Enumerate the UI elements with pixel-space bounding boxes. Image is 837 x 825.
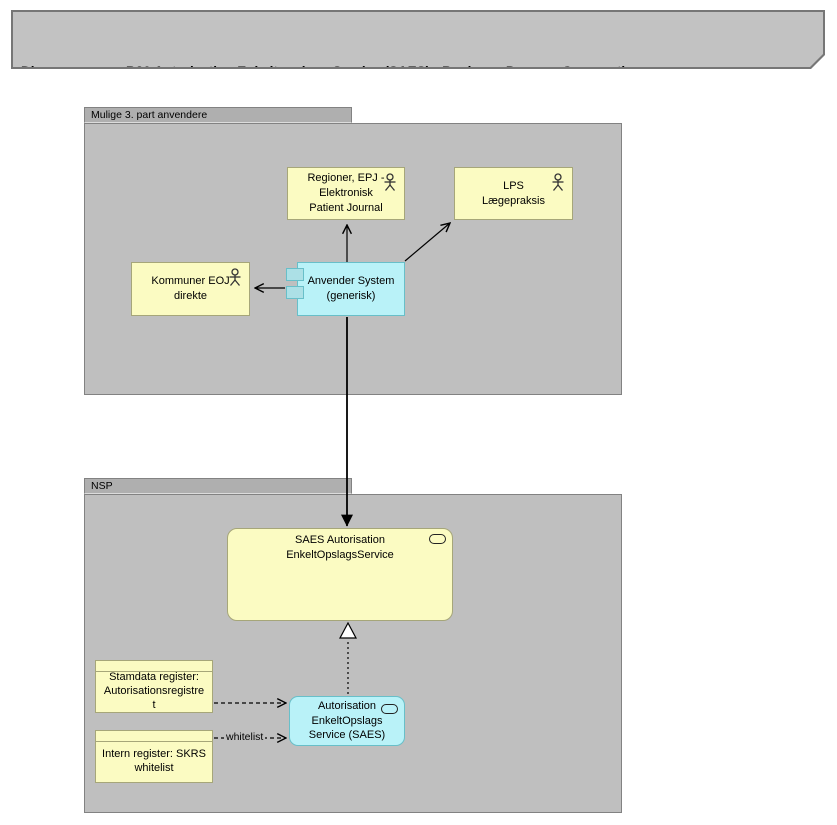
title-line-diagram-name: Diagram name : B30 Autorisation Enkeltop… [21, 64, 642, 79]
group-body-mulige [84, 123, 622, 395]
node-regioner-epj[interactable]: Regioner, EPJ - Elektronisk Patient Jour… [287, 167, 405, 220]
component-icon [286, 286, 304, 299]
node-intern-register[interactable]: Intern register: SKRS whitelist [95, 730, 213, 783]
component-icon [286, 268, 304, 281]
diagram-title-note[interactable]: Diagram name : B30 Autorisation Enkeltop… [11, 10, 825, 69]
group-label-mulige: Mulige 3. part anvendere [91, 109, 208, 121]
business-object-band [96, 661, 212, 672]
node-label-autorisation: Autorisation EnkeltOpslags Service (SAES… [308, 700, 386, 742]
node-label-stamdata: Stamdata register: Autorisationsregistre… [103, 671, 205, 711]
node-kommuner-eoj[interactable]: Kommuner EOJ direkte [131, 262, 250, 316]
group-label-nsp: NSP [91, 480, 113, 492]
group-tab-nsp[interactable]: NSP [84, 478, 352, 494]
business-actor-icon [229, 268, 241, 286]
node-label-regioner: Regioner, EPJ - Elektronisk Patient Jour… [307, 172, 385, 214]
service-icon [381, 704, 398, 714]
node-stamdata-register[interactable]: Stamdata register: Autorisationsregistre… [95, 660, 213, 713]
business-actor-icon [552, 173, 564, 191]
node-label-intern: Intern register: SKRS whitelist [102, 748, 206, 774]
business-object-band [96, 731, 212, 742]
group-mulige-3-part-anvendere[interactable]: Mulige 3. part anvendere [84, 107, 622, 395]
node-autorisation-service[interactable]: Autorisation EnkeltOpslags Service (SAES… [289, 696, 405, 746]
node-anvender-system[interactable]: Anvender System (generisk) [286, 262, 405, 316]
node-label-lps: LPS Lægepraksis [482, 179, 545, 207]
diagram-title-note-fill: Diagram name : B30 Autorisation Enkeltop… [13, 12, 823, 67]
node-label-kommuner: Kommuner EOJ direkte [151, 275, 230, 302]
group-tab-mulige[interactable]: Mulige 3. part anvendere [84, 107, 352, 123]
node-label-saes: SAES Autorisation EnkeltOpslagsService [286, 534, 394, 561]
node-label-anvender: Anvender System (generisk) [307, 275, 395, 302]
business-actor-icon [384, 173, 396, 191]
node-lps-laegepraksis[interactable]: LPS Lægepraksis [454, 167, 573, 220]
service-icon [429, 534, 446, 544]
node-saes-service[interactable]: SAES Autorisation EnkeltOpslagsService [227, 528, 453, 621]
connector-label-whitelist: whitelist [224, 731, 266, 744]
